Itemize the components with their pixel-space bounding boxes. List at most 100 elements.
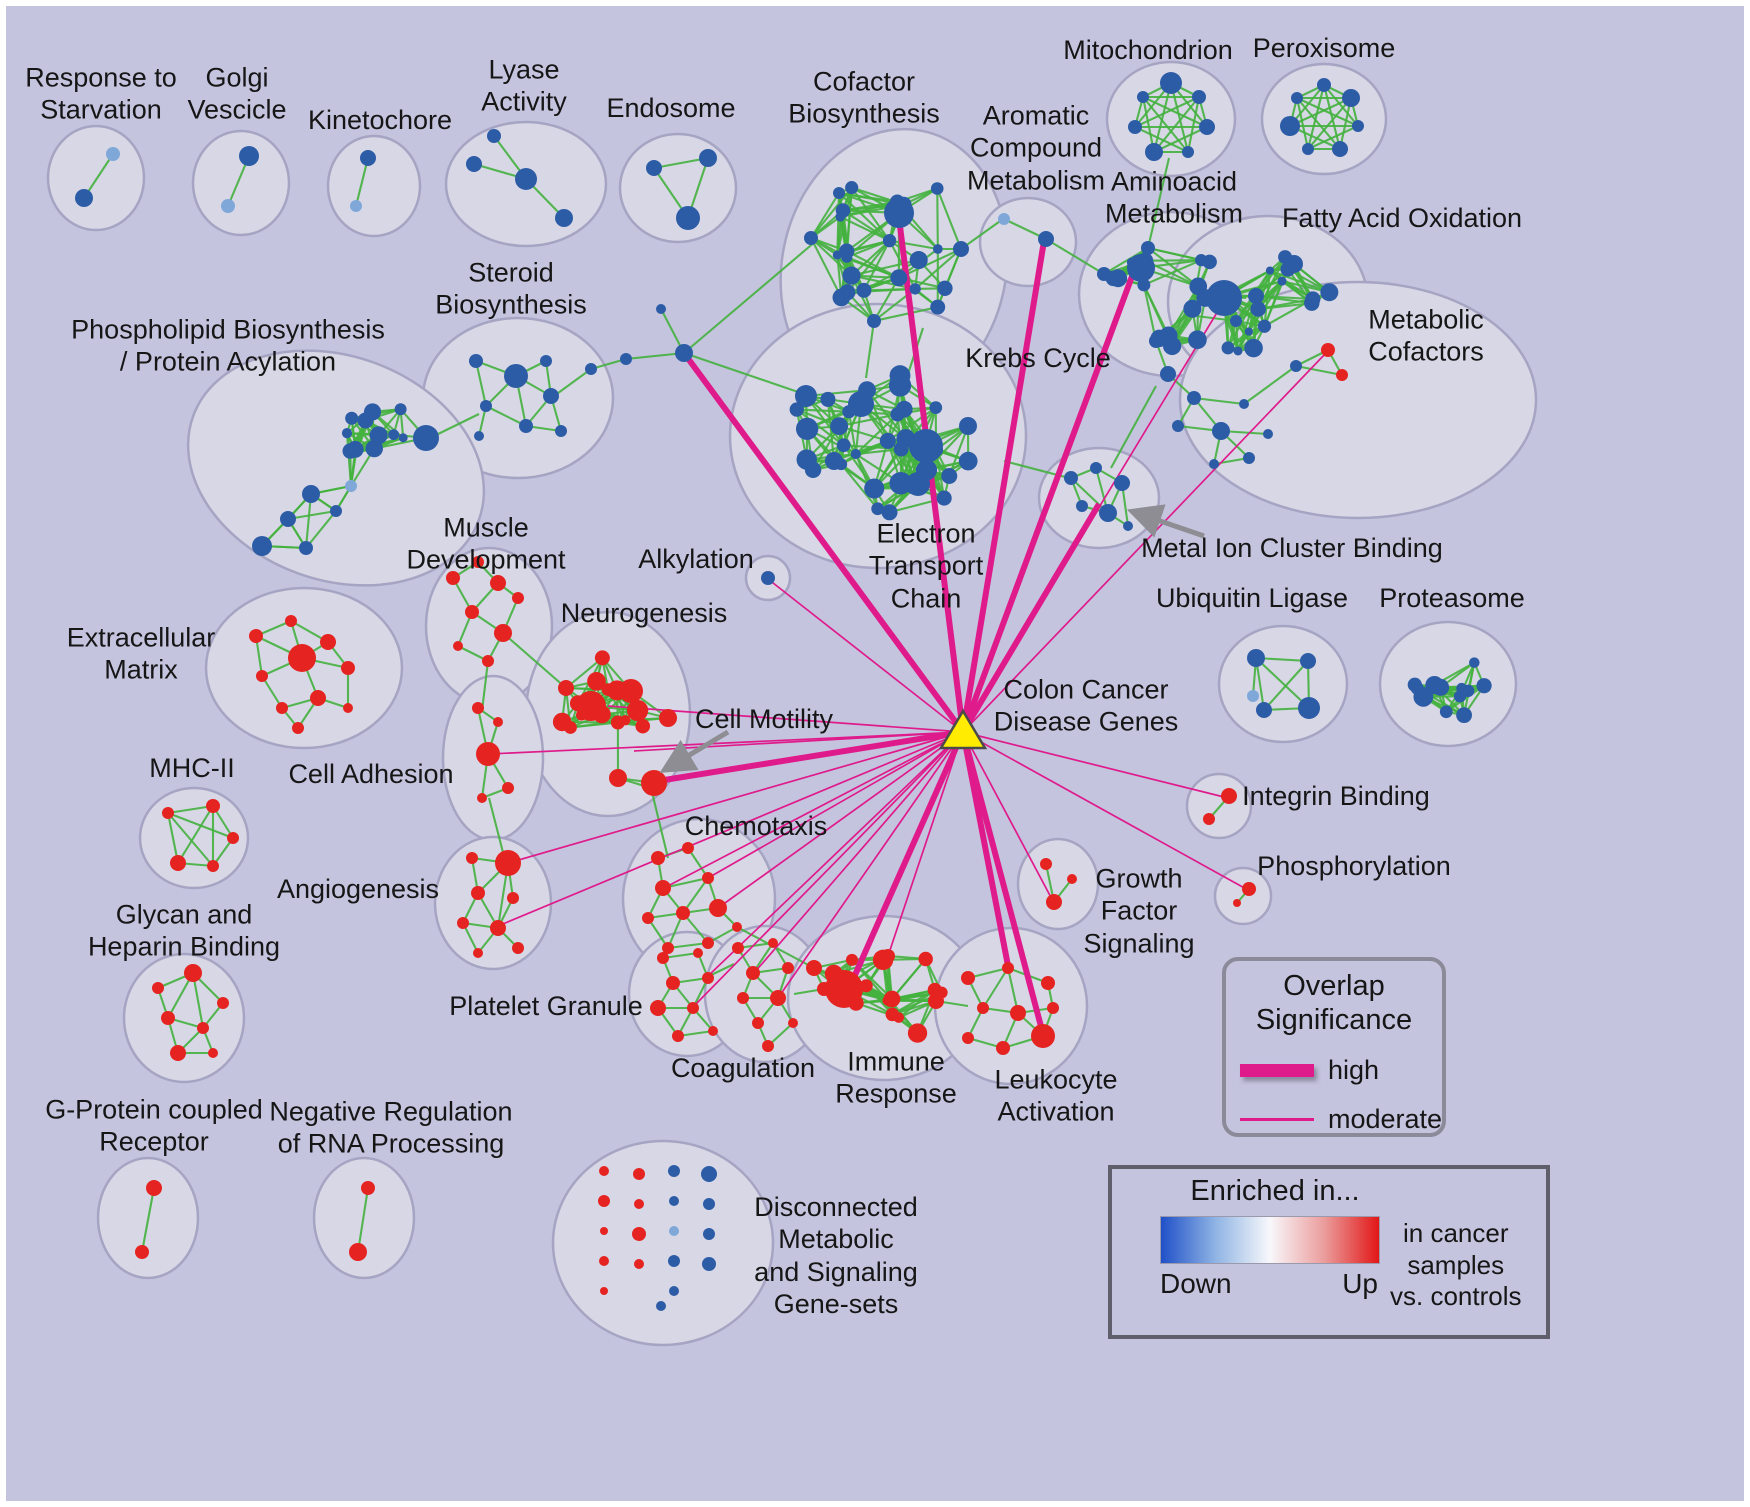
cluster-ellipse-growth-factor-signaling <box>1016 837 1100 931</box>
edge-mitochondrion <box>1134 96 1200 128</box>
node-proteasome <box>1453 690 1467 703</box>
edge-bridge <box>480 660 490 712</box>
edge-steroid-biosynthesis <box>485 405 527 427</box>
node-disconnected-gene-sets <box>599 1166 609 1176</box>
edge-aminoacid-metabolism <box>1145 259 1202 262</box>
edge-bridge <box>960 218 1004 250</box>
node-neurogenesis <box>575 709 587 721</box>
node-immune-response <box>885 1007 900 1022</box>
edge-cofactor-biosynthesis <box>889 239 939 251</box>
node-fatty-acid-oxidation <box>1250 301 1266 317</box>
edge-bridge <box>1146 157 1171 249</box>
node-negative-regulation-rna-processing <box>361 1181 375 1195</box>
node-cofactor-biosynthesis <box>835 211 846 222</box>
edge-fatty-acid-oxidation <box>1257 256 1287 310</box>
edge-chemotaxis <box>647 917 669 949</box>
node-immune-response <box>935 986 948 999</box>
node-leukocyte-activation <box>1041 976 1055 990</box>
edge-cofactor-biosynthesis <box>850 186 891 242</box>
edge-cofactor-biosynthesis <box>898 248 962 279</box>
node-muscle-development <box>482 655 494 667</box>
node-chemotaxis <box>655 880 671 896</box>
node-fatty-acid-oxidation <box>1305 291 1321 307</box>
node-lyase-activity <box>466 156 482 172</box>
node-proteasome <box>1476 678 1492 694</box>
node-leukocyte-activation <box>1002 962 1014 974</box>
overlap-edge-moderate <box>767 578 964 733</box>
overlap-edge-moderate <box>663 731 964 889</box>
node-angiogenesis <box>457 917 469 929</box>
edge-peroxisome <box>1306 84 1326 150</box>
node-krebs-etc <box>906 482 919 495</box>
node-cell-adhesion <box>493 717 503 727</box>
colon-cancer-hub-triangle <box>938 708 988 750</box>
cluster-ellipse-aromatic-compound-metabolism <box>978 196 1078 288</box>
node-response-to-starvation <box>75 189 93 207</box>
node-steroid-biosynthesis <box>540 355 552 367</box>
node-leukocyte-activation <box>1031 1024 1055 1048</box>
node-krebs-etc <box>888 374 912 397</box>
enrichment-legend-title: Enriched in... <box>1190 1175 1360 1207</box>
node-immune-response <box>859 979 873 993</box>
edge-krebs-etc <box>855 413 899 455</box>
node-angiogenesis <box>495 850 521 876</box>
edge-mhc-ii <box>167 812 234 839</box>
node-phospholipid-biosynthesis <box>369 426 388 445</box>
node-krebs-etc <box>941 468 958 484</box>
node-mitochondrion <box>1145 143 1163 161</box>
edge-immune-response <box>891 958 927 1000</box>
node-krebs-etc <box>820 391 836 407</box>
node-disconnected-gene-sets <box>703 1198 715 1210</box>
node-krebs-etc <box>928 442 944 457</box>
edge-chemotaxis <box>687 847 709 879</box>
node-peroxisome <box>1352 120 1364 132</box>
node-krebs-etc <box>879 432 896 449</box>
node-phospholipid-biosynthesis <box>363 403 382 421</box>
edge-aminoacid-metabolism <box>1143 259 1202 286</box>
node-extracellular-matrix <box>288 644 316 672</box>
node-krebs-etc <box>804 461 822 479</box>
node-phospholipid-biosynthesis <box>398 433 408 443</box>
node-metabolic-cofactors <box>1212 422 1230 440</box>
node-chemotaxis <box>702 872 714 884</box>
overlap-edge-high <box>657 729 964 784</box>
edge-mitochondrion <box>1153 126 1208 153</box>
edge-mitochondrion <box>1141 96 1156 153</box>
overlap-edge-moderate <box>962 731 1229 799</box>
node-ubiquitin-ligase <box>1298 697 1320 719</box>
node-mitochondrion <box>1199 119 1215 135</box>
edge-mitochondrion <box>1169 82 1190 153</box>
node-immune-response <box>806 960 822 976</box>
node-fatty-acid-oxidation <box>1278 250 1293 265</box>
edge-mhc-ii <box>167 812 214 867</box>
node-phospholipid-biosynthesis <box>345 411 359 425</box>
overlap-edge-moderate <box>497 731 964 927</box>
edge-mhc-ii <box>167 804 214 815</box>
node-immune-response <box>845 953 859 966</box>
node-fatty-acid-oxidation <box>1265 266 1275 275</box>
node-metabolic-cofactors <box>1336 369 1348 381</box>
overlap-edge-moderate <box>962 731 1249 891</box>
overlap-edge-moderate <box>962 352 1327 733</box>
network-canvas <box>46 60 1538 1347</box>
node-phospholipid-biosynthesis <box>302 485 320 503</box>
node-krebs-etc <box>795 385 817 407</box>
node-neurogenesis <box>659 709 677 727</box>
node-growth-factor-signaling <box>1067 874 1077 884</box>
node-lyase-activity <box>487 129 501 143</box>
edge-mitochondrion <box>1153 96 1200 153</box>
node-steroid-biosynthesis <box>474 431 484 441</box>
edge-ubiquitin-ligase <box>1255 657 1310 709</box>
pointer-arrow <box>1126 504 1205 539</box>
node-angiogenesis <box>473 948 483 958</box>
node-fatty-acid-oxidation <box>1257 319 1272 333</box>
node-proteasome <box>1469 657 1480 668</box>
node-platelet-granule <box>693 948 703 958</box>
node-angiogenesis <box>466 852 478 864</box>
overlap-edge-moderate <box>962 300 1225 733</box>
node-neurogenesis <box>607 680 628 701</box>
node-cofactor-biosynthesis <box>882 233 897 248</box>
node-neurogenesis <box>564 721 577 734</box>
node-glycan-heparin-binding <box>208 1048 218 1058</box>
